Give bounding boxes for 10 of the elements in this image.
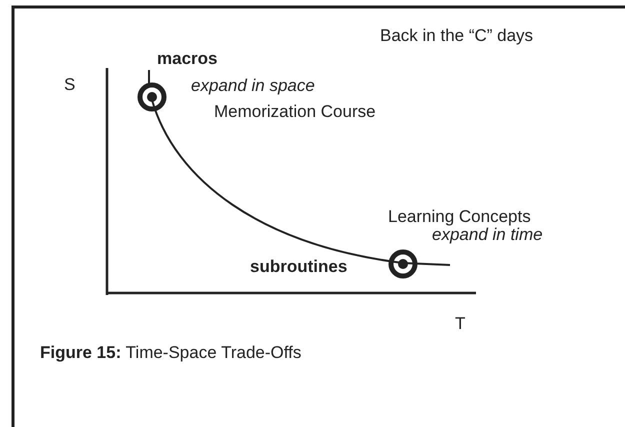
annotation-text: Memorization Course (214, 102, 376, 122)
axis-label: S (64, 75, 76, 95)
axis-label: T (455, 314, 466, 334)
annotation-text: expand in space (191, 76, 315, 96)
annotation-text: Back in the “C” days (380, 26, 534, 46)
point-label: subroutines (250, 257, 348, 277)
point-label: macros (157, 49, 218, 69)
figure-caption: Figure 15: Time-Space Trade-Offs (40, 343, 302, 363)
annotation-text: expand in time (432, 225, 543, 245)
annotation-text: Learning Concepts (388, 207, 531, 227)
